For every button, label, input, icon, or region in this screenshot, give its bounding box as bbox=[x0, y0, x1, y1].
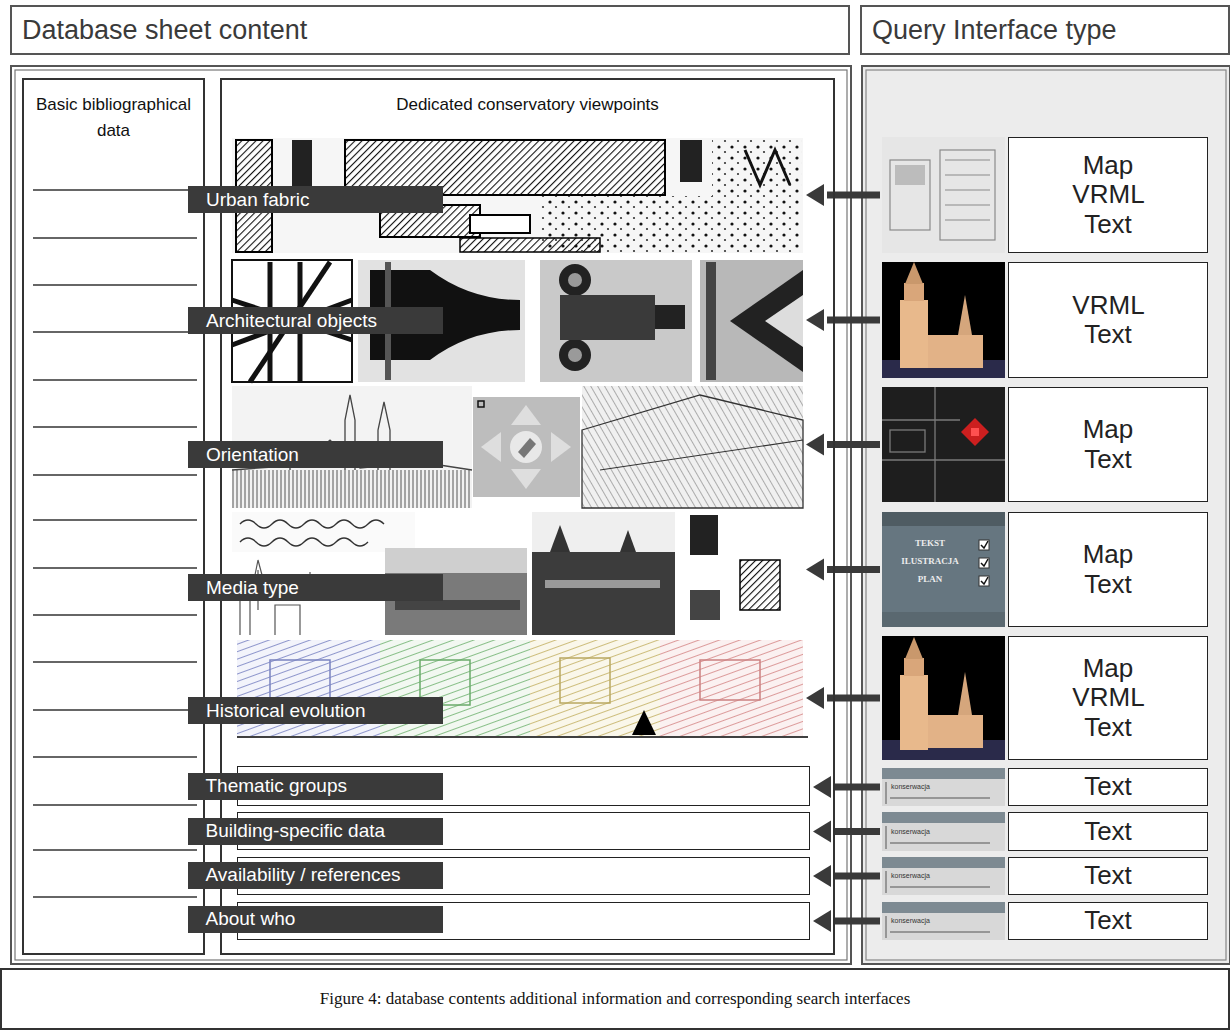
arrow-head bbox=[813, 776, 831, 798]
interface-row: Text bbox=[882, 857, 1208, 895]
viewpoint-label: Urban fabric bbox=[188, 186, 443, 213]
viewpoint-name: Orientation bbox=[206, 444, 299, 466]
interface-type-box: Map VRML Text bbox=[1008, 137, 1208, 253]
interface-row: Text bbox=[882, 768, 1208, 806]
header-box: Query Interface type bbox=[860, 5, 1230, 55]
thumbnail-text: konserwacja bbox=[891, 917, 991, 925]
checkbox-label: PLAN bbox=[885, 575, 975, 585]
viewpoint-name: Building-specific data bbox=[206, 820, 386, 842]
viewpoint-label: Historical evolution bbox=[188, 697, 443, 724]
interface-arrow bbox=[813, 776, 880, 798]
viewpoint-label: Thematic groups bbox=[188, 773, 443, 800]
viewpoint-strip: Architectural objects bbox=[232, 260, 803, 382]
viewpoint-box: Thematic groups bbox=[237, 766, 810, 806]
column-box: Dedicated conservatory viewpointsUrban f… bbox=[220, 78, 835, 955]
arrow-head bbox=[806, 309, 824, 331]
viewpoint-name: Thematic groups bbox=[206, 775, 348, 797]
viewpoint-box: Building-specific data bbox=[237, 812, 810, 850]
interface-row: Map VRML Text bbox=[882, 636, 1208, 760]
interface-type-text: Map VRML Text bbox=[1072, 654, 1143, 742]
thumbnail-text: konserwacja bbox=[891, 872, 991, 880]
interface-type-text: Text bbox=[1084, 906, 1132, 935]
interface-arrow bbox=[806, 559, 880, 581]
viewpoint-label: Availability / references bbox=[188, 862, 443, 889]
arrow-shaft bbox=[834, 918, 880, 925]
viewpoint-box: Availability / references bbox=[237, 857, 810, 895]
arrow-shaft bbox=[834, 873, 880, 880]
interface-arrow bbox=[806, 687, 880, 709]
viewpoint-box: About who bbox=[237, 902, 810, 940]
viewpoint-name: Urban fabric bbox=[206, 189, 310, 211]
viewpoint-label: About who bbox=[188, 906, 443, 933]
column-box: Basic bibliographical data bbox=[22, 78, 205, 955]
interface-type-box: Text bbox=[1008, 768, 1208, 806]
figure-caption: Figure 4: database contents additional i… bbox=[320, 989, 911, 1009]
arrow-head bbox=[813, 821, 831, 843]
interface-type-text: Text bbox=[1084, 817, 1132, 846]
interface-row: Text bbox=[882, 812, 1208, 851]
column-heading: Basic bibliographical data bbox=[24, 80, 203, 143]
viewpoint-name: Availability / references bbox=[206, 864, 401, 886]
interface-arrow bbox=[806, 434, 880, 456]
interface-arrow bbox=[813, 865, 880, 887]
interface-type-text: Map Text bbox=[1083, 415, 1134, 474]
thumbnail-text: konserwacja bbox=[891, 783, 991, 791]
thumbnail-text: konserwacja bbox=[891, 828, 991, 836]
viewpoint-strip: Urban fabric bbox=[232, 138, 803, 253]
viewpoint-name: Architectural objects bbox=[206, 310, 377, 332]
viewpoint-label: Media type bbox=[188, 574, 443, 601]
viewpoint-strip: Historical evolution bbox=[232, 640, 803, 737]
viewpoint-label: Building-specific data bbox=[188, 818, 443, 845]
arrow-shaft bbox=[834, 784, 880, 791]
arrow-head bbox=[813, 865, 831, 887]
viewpoint-label: Orientation bbox=[188, 441, 443, 468]
column-heading: Dedicated conservatory viewpoints bbox=[222, 80, 833, 118]
viewpoint-strip: Orientation bbox=[232, 386, 803, 508]
interface-type-box: Map Text bbox=[1008, 387, 1208, 502]
arrow-head bbox=[806, 687, 824, 709]
arrow-head bbox=[806, 184, 824, 206]
interface-type-text: Map Text bbox=[1083, 540, 1134, 599]
interface-row: Map Text bbox=[882, 387, 1208, 502]
arrow-head bbox=[813, 910, 831, 932]
section-heading: Query Interface type bbox=[862, 7, 1228, 53]
interface-row: Map Text bbox=[882, 512, 1208, 627]
checkbox-label: ILUSTRACJA bbox=[885, 557, 975, 567]
figure-caption-box: Figure 4: database contents additional i… bbox=[0, 968, 1230, 1030]
viewpoint-name: Historical evolution bbox=[206, 700, 365, 722]
interface-type-box: VRML Text bbox=[1008, 262, 1208, 378]
section-heading: Database sheet content bbox=[12, 7, 848, 53]
header-box: Database sheet content bbox=[10, 5, 850, 55]
interface-type-box: Text bbox=[1008, 902, 1208, 940]
interface-row: Map VRML Text bbox=[882, 137, 1208, 253]
viewpoint-name: Media type bbox=[206, 577, 299, 599]
interface-arrow bbox=[806, 184, 880, 206]
arrow-head bbox=[806, 434, 824, 456]
checkbox-label: TEKST bbox=[885, 539, 975, 549]
interface-type-box: Map VRML Text bbox=[1008, 636, 1208, 760]
interface-type-text: Text bbox=[1084, 772, 1132, 801]
arrow-head bbox=[806, 559, 824, 581]
interface-row: VRML Text bbox=[882, 262, 1208, 378]
interface-type-box: Text bbox=[1008, 857, 1208, 895]
arrow-shaft bbox=[834, 828, 880, 835]
interface-arrow bbox=[813, 910, 880, 932]
interface-type-text: VRML Text bbox=[1072, 291, 1143, 350]
interface-arrow bbox=[806, 309, 880, 331]
interface-arrow bbox=[813, 821, 880, 843]
interface-type-box: Map Text bbox=[1008, 512, 1208, 627]
interface-type-text: Text bbox=[1084, 861, 1132, 890]
viewpoint-label: Architectural objects bbox=[188, 307, 443, 334]
viewpoint-strip: Media type bbox=[232, 512, 803, 635]
interface-type-text: Map VRML Text bbox=[1072, 151, 1143, 239]
interface-type-box: Text bbox=[1008, 812, 1208, 851]
viewpoint-name: About who bbox=[206, 908, 296, 930]
interface-row: Text bbox=[882, 902, 1208, 940]
